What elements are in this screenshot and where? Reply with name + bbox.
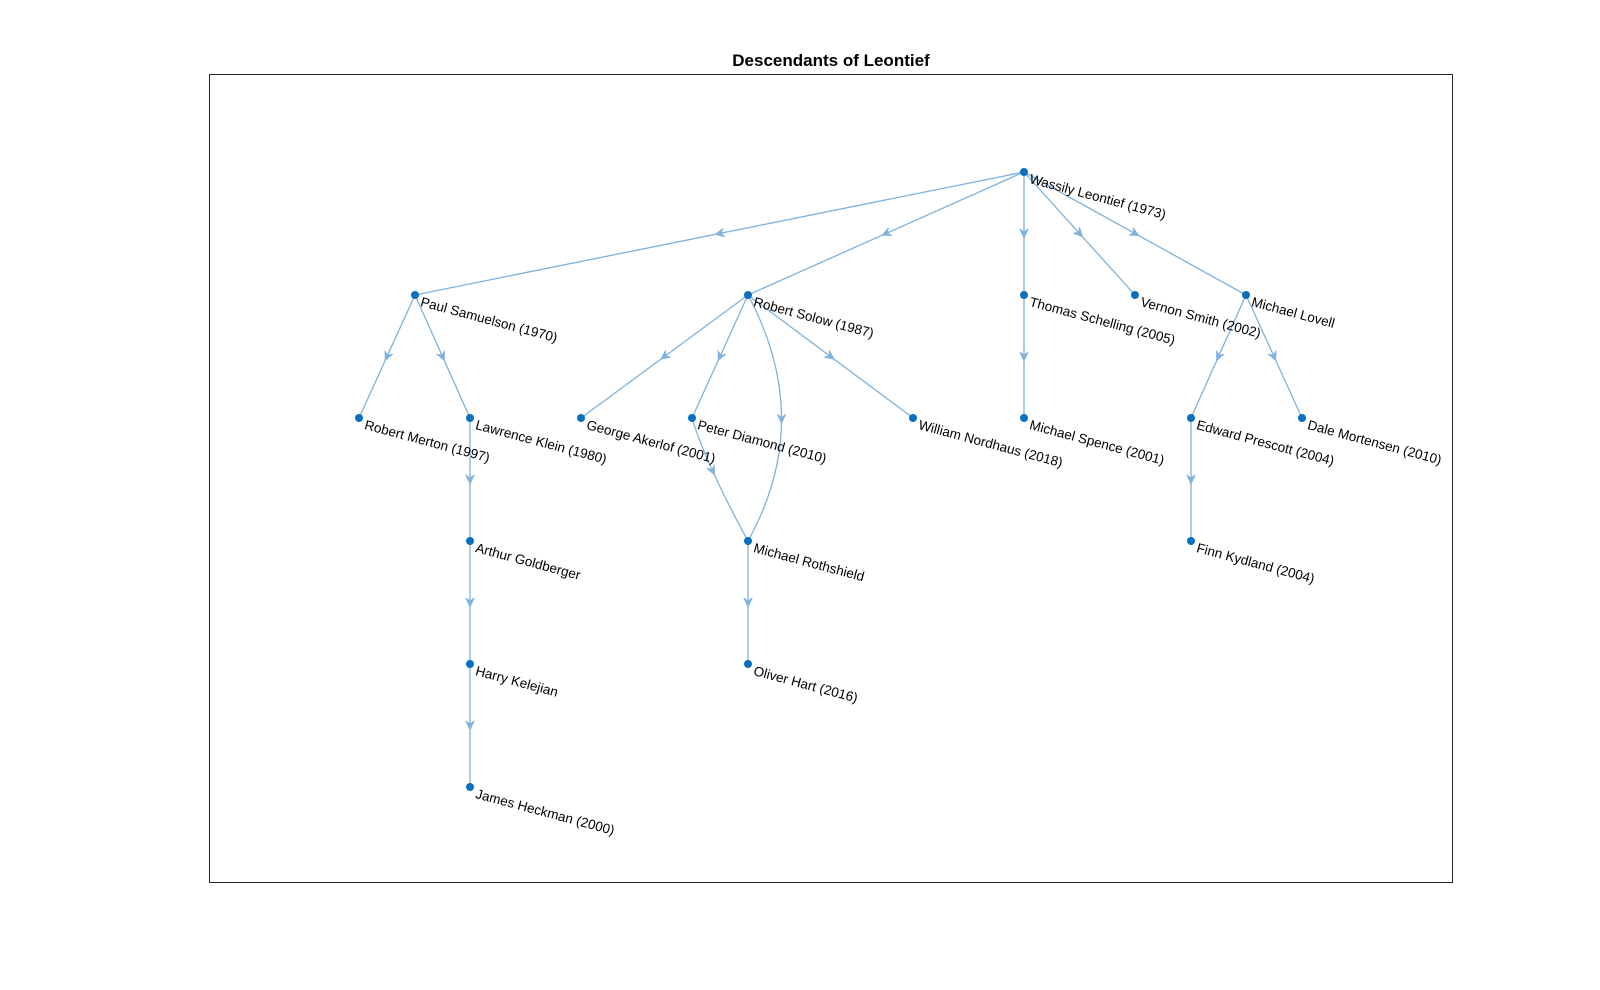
- arrow-leontief-to-lovell: [1128, 227, 1140, 237]
- node-marker-nordhaus: [909, 414, 917, 422]
- arrow-rothshield-to-hart: [743, 597, 753, 608]
- arrow-samuelson-to-merton: [384, 350, 394, 361]
- node-marker-kydland: [1187, 537, 1195, 545]
- node-marker-merton: [355, 414, 363, 422]
- arrow-lovell-to-mortensen: [1267, 350, 1277, 361]
- arrow-leontief-to-samuelson: [714, 228, 726, 238]
- node-marker-prescott: [1187, 414, 1195, 422]
- node-marker-akerlof: [577, 414, 585, 422]
- arrow-solow-to-diamond: [717, 350, 727, 361]
- node-marker-goldberger: [466, 537, 474, 545]
- node-marker-kelejian: [466, 660, 474, 668]
- arrow-schelling-to-spence: [1019, 351, 1029, 362]
- node-marker-mortensen: [1298, 414, 1306, 422]
- arrow-goldberger-to-kelejian: [465, 597, 475, 608]
- node-marker-rothshield: [744, 537, 752, 545]
- node-marker-klein: [466, 414, 474, 422]
- node-marker-spence: [1020, 414, 1028, 422]
- node-marker-heckman: [466, 783, 474, 791]
- arrow-klein-to-goldberger: [465, 474, 475, 485]
- node-marker-lovell: [1242, 291, 1250, 299]
- node-marker-smith: [1131, 291, 1139, 299]
- axes-box: [209, 74, 1453, 883]
- chart-title: Descendants of Leontief: [732, 51, 930, 70]
- node-marker-schelling: [1020, 291, 1028, 299]
- edges-layer: [358, 171, 1303, 787]
- node-marker-solow: [744, 291, 752, 299]
- arrow-lovell-to-prescott: [1216, 350, 1225, 362]
- node-marker-samuelson: [411, 291, 419, 299]
- node-marker-leontief: [1020, 168, 1028, 176]
- arrow-prescott-to-kydland: [1186, 474, 1196, 485]
- arrow-solow-to-nordhaus: [823, 350, 835, 360]
- arrow-solow-to-rothshield: [776, 414, 787, 424]
- arrow-leontief-to-solow: [881, 227, 893, 236]
- arrow-kelejian-to-heckman: [465, 720, 475, 731]
- arrow-leontief-to-schelling: [1019, 228, 1029, 239]
- arrow-leontief-to-smith: [1072, 226, 1083, 238]
- arrow-solow-to-akerlof: [660, 350, 672, 360]
- node-marker-diamond: [688, 414, 696, 422]
- arrow-diamond-to-rothshield: [706, 464, 715, 476]
- node-marker-hart: [744, 660, 752, 668]
- arrow-samuelson-to-klein: [436, 350, 445, 362]
